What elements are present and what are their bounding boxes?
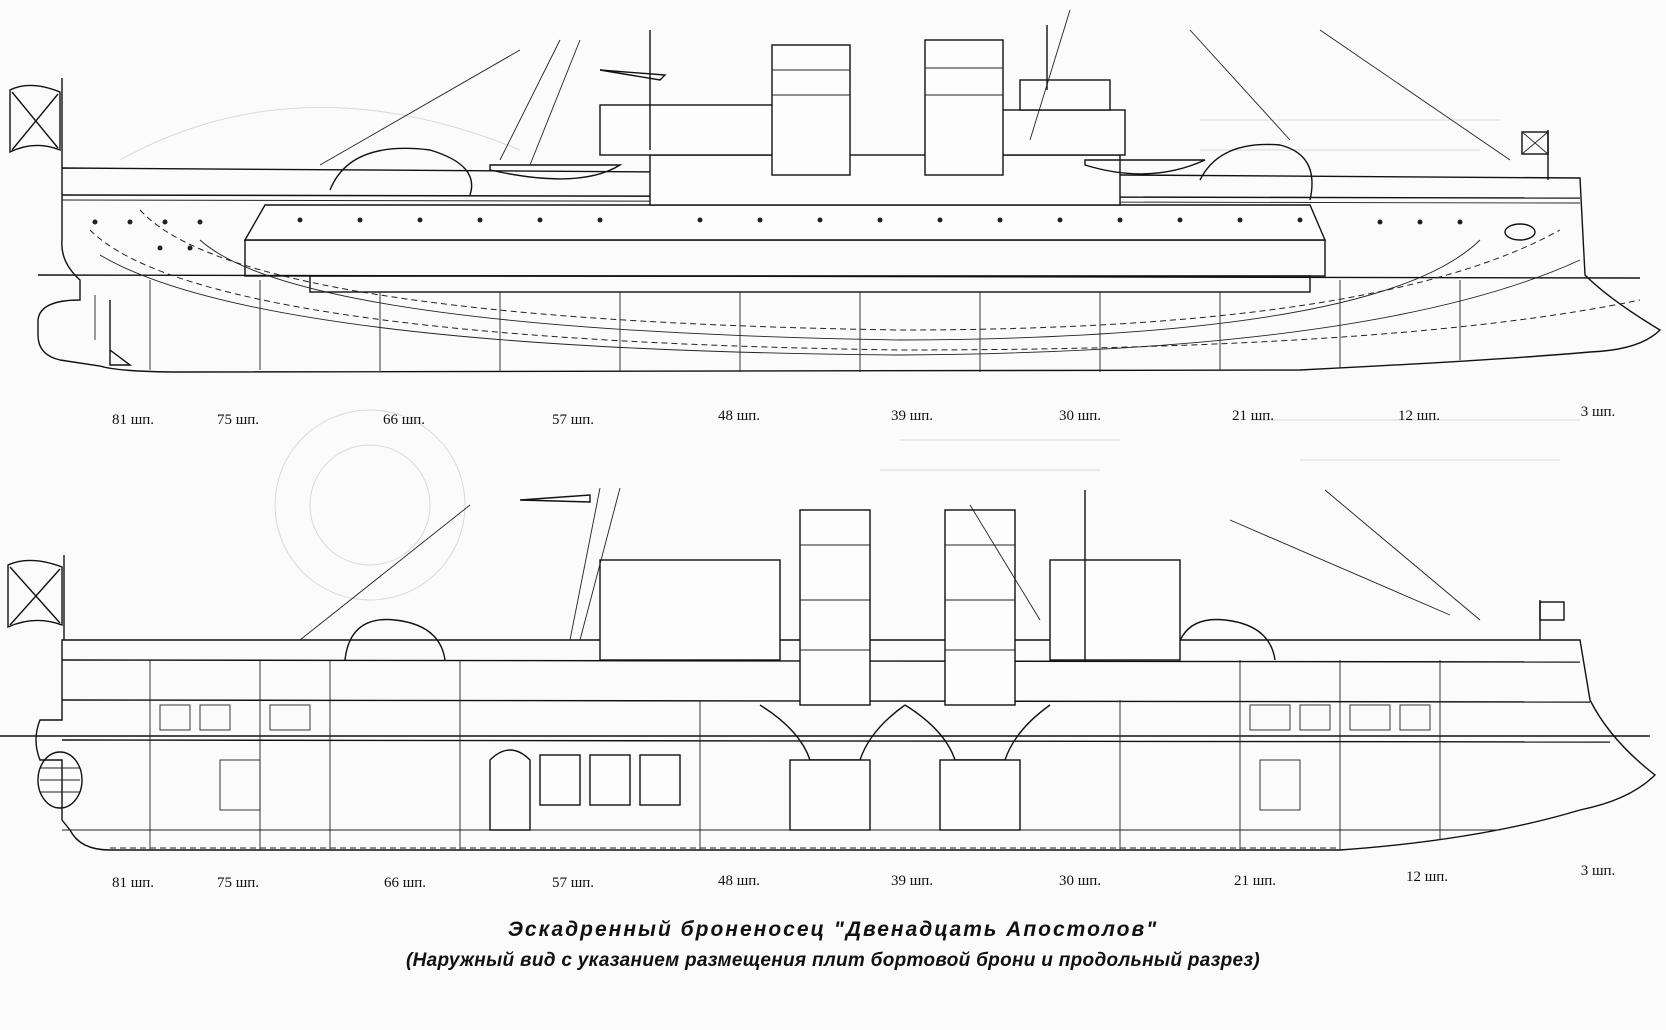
portholes	[92, 217, 1463, 251]
frame-label: 75 шп.	[216, 875, 260, 891]
frame-label: 12 шп.	[1405, 869, 1449, 885]
longitudinal-section	[0, 487, 1657, 851]
frame-label: 39 шп.	[890, 408, 934, 424]
frame-label: 66 шп.	[383, 875, 427, 891]
bow-flag	[1521, 130, 1549, 180]
frame-label: 57 шп.	[551, 412, 595, 428]
external-profile	[9, 9, 1662, 373]
frame-label: 48 шп.	[717, 408, 761, 424]
frame-label: 81 шп.	[111, 412, 155, 428]
background-bleed	[119, 106, 1580, 601]
bulkheads	[149, 660, 1441, 850]
frame-label: 21 шп.	[1231, 408, 1275, 424]
stern-flag-section	[7, 555, 65, 640]
frame-label: 81 шп.	[111, 875, 155, 891]
frame-label: 57 шп.	[551, 875, 595, 891]
frame-label: 48 шп.	[717, 873, 761, 889]
bow-flag-section	[1539, 600, 1565, 640]
armor-belt	[244, 239, 1326, 293]
frame-label: 3 шп.	[1580, 404, 1616, 420]
frame-ticks-top	[149, 280, 1461, 372]
frame-label: 39 шп.	[890, 873, 934, 889]
frame-label: 30 шп.	[1058, 408, 1102, 424]
funnels	[771, 39, 1004, 176]
figure-subtitle: (Наружный вид с указанием размещения пли…	[405, 950, 1261, 971]
propeller	[37, 751, 83, 809]
frame-label: 30 шп.	[1058, 873, 1102, 889]
section-hull-outline	[35, 639, 1657, 851]
frame-label: 3 шп.	[1580, 863, 1616, 879]
stern-flag	[9, 78, 63, 168]
compartments	[159, 704, 1431, 811]
engines	[489, 749, 681, 831]
frame-label: 12 шп.	[1397, 408, 1441, 424]
frame-label: 21 шп.	[1233, 873, 1277, 889]
section-funnels	[799, 509, 1016, 706]
frame-label: 66 шп.	[382, 412, 426, 428]
frame-label: 75 шп.	[216, 412, 260, 428]
figure-title: Эскадренный броненосец "Двенадцать Апост…	[507, 918, 1159, 941]
